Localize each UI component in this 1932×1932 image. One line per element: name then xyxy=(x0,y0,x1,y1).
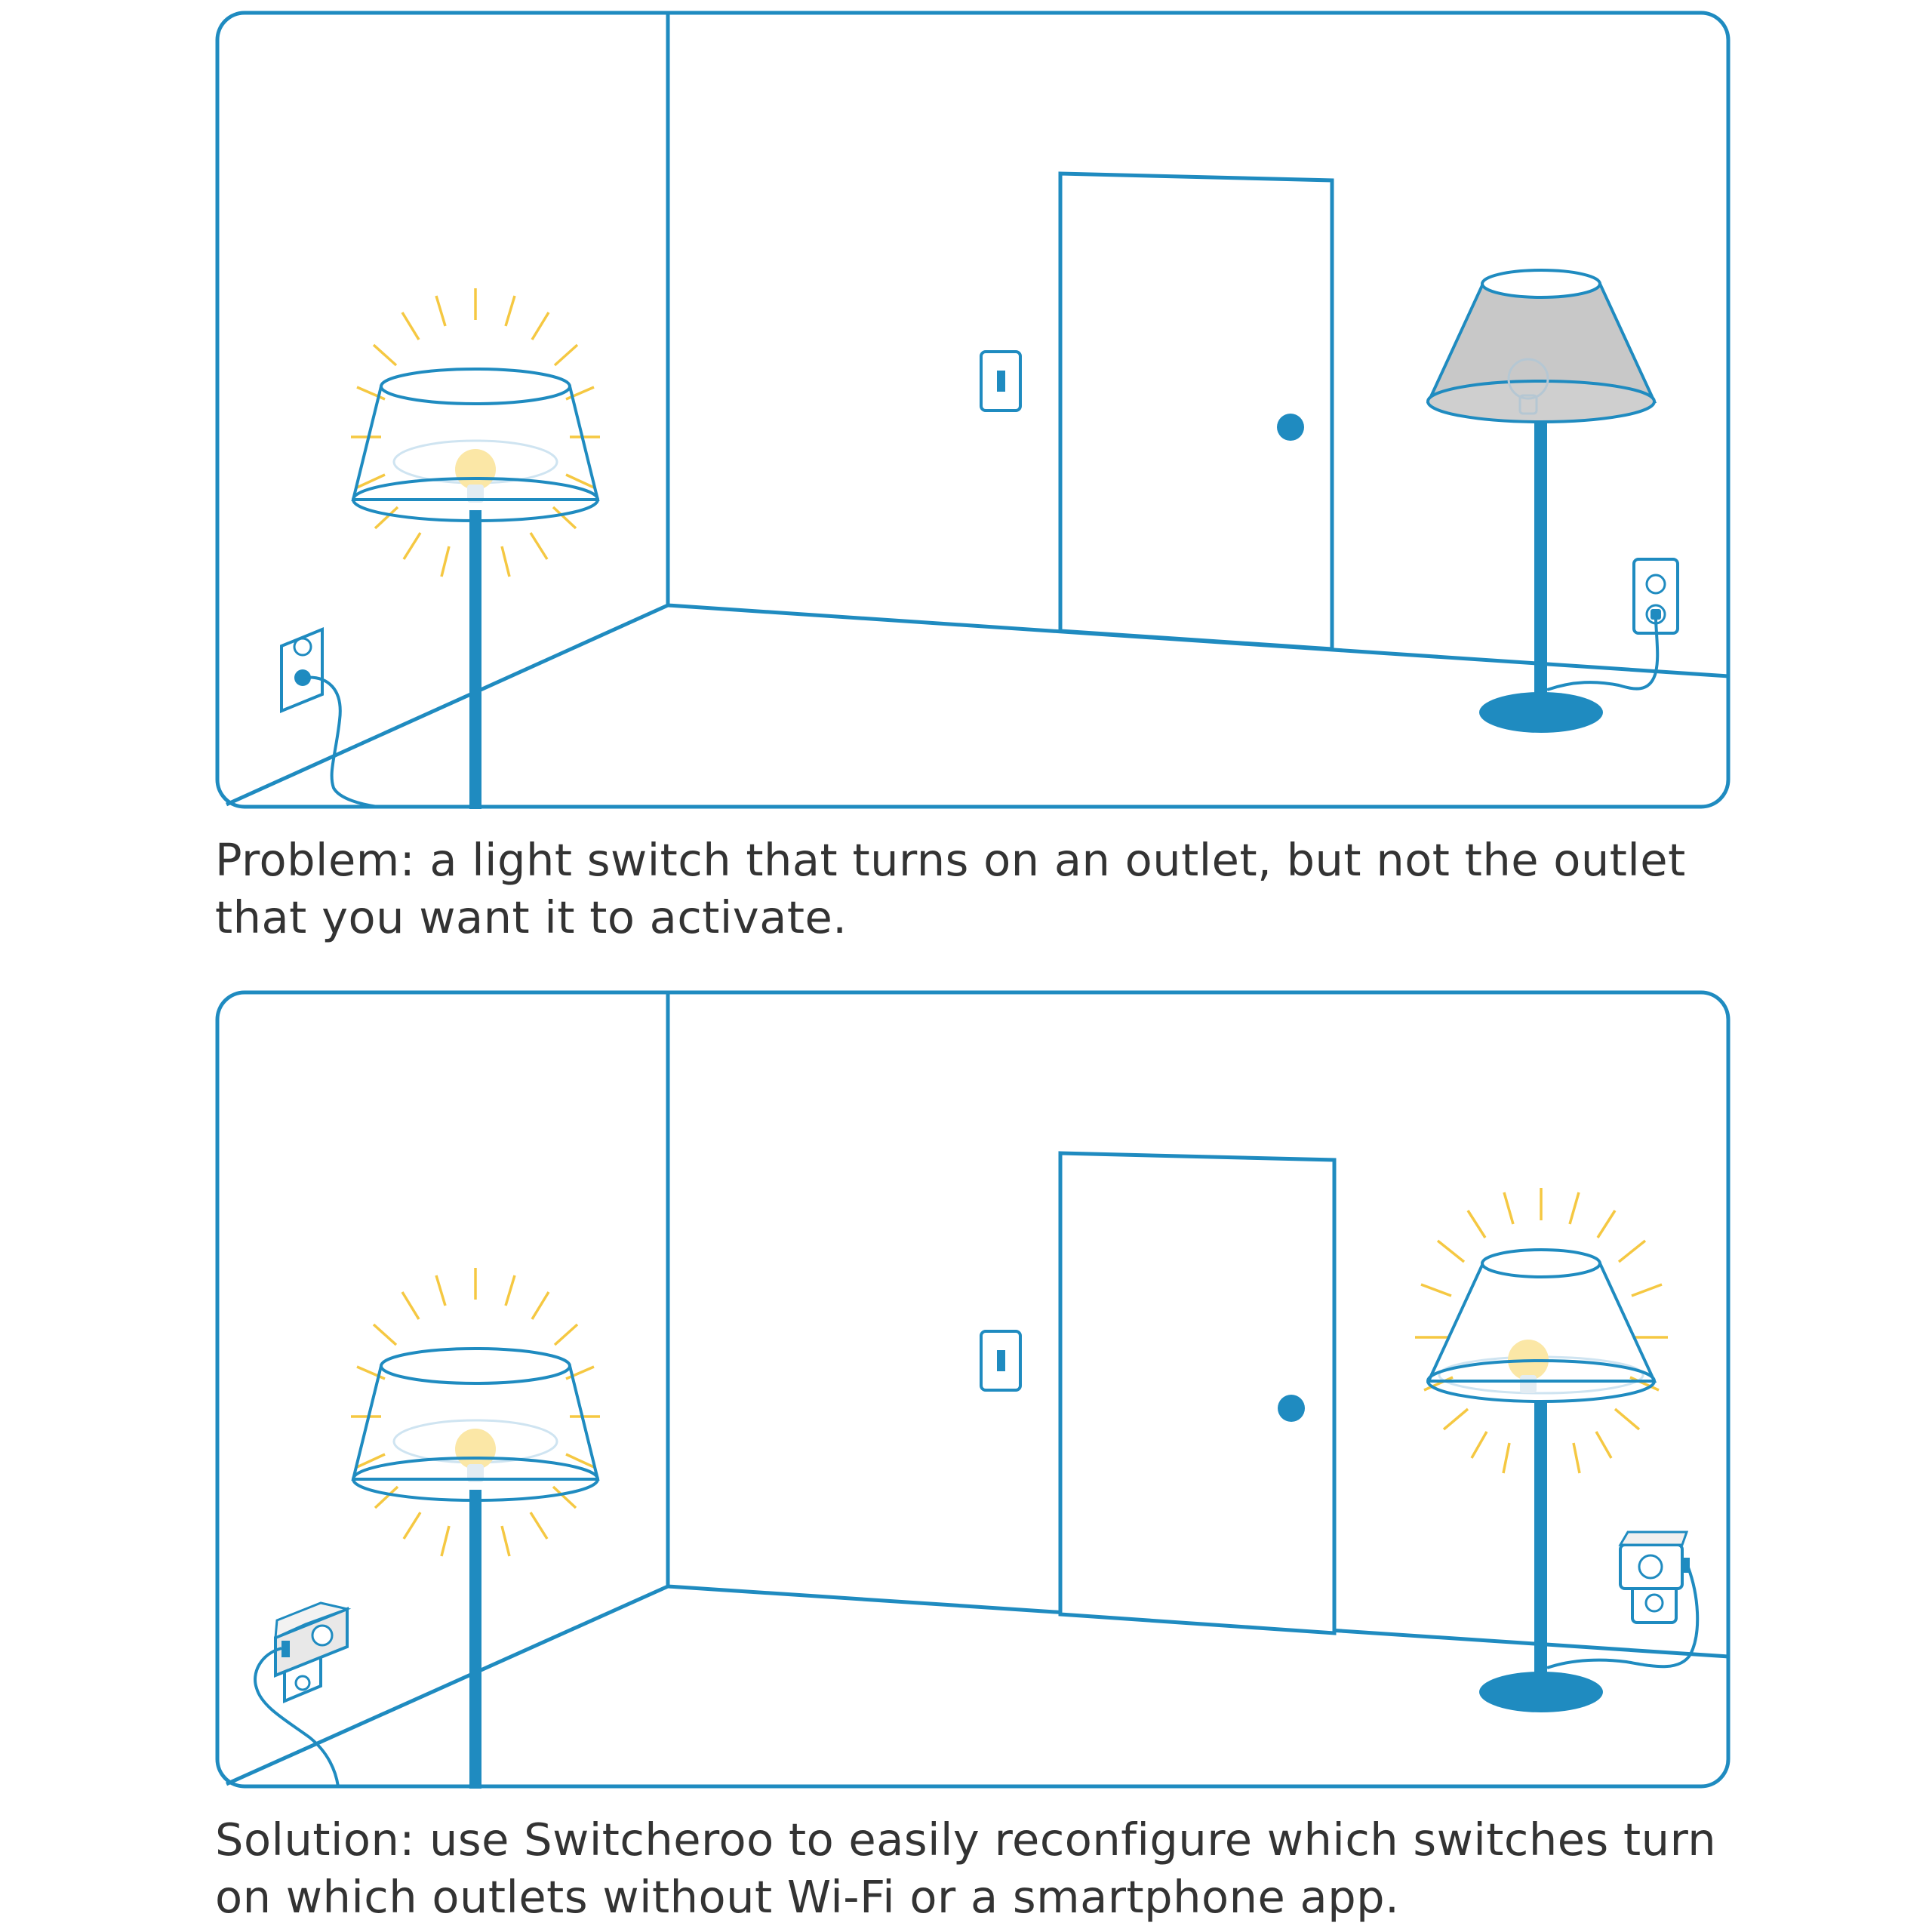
right-lamp-off xyxy=(1426,269,1657,733)
problem-scene xyxy=(215,11,1730,809)
solution-illustration xyxy=(215,990,1730,1789)
panel-frame xyxy=(215,11,1730,809)
solution-caption: Solution: use Switcheroo to easily recon… xyxy=(215,1814,1717,1923)
switcheroo-device-icon xyxy=(1618,1531,1690,1590)
solution-scene xyxy=(215,990,1730,1789)
power-cord xyxy=(1546,1567,1700,1669)
light-bulb-icon xyxy=(1507,358,1549,415)
problem-illustration xyxy=(215,11,1730,809)
wall-outlet-icon xyxy=(280,627,324,713)
problem-caption: Problem: a light switch that turns on an… xyxy=(215,834,1686,943)
left-lamp-on xyxy=(351,288,600,809)
power-cord xyxy=(302,675,378,808)
light-glow-icon xyxy=(351,1268,600,1557)
light-switch-icon xyxy=(980,1330,1022,1392)
switcheroo-device-icon xyxy=(274,1601,352,1678)
power-cord xyxy=(1546,618,1660,691)
light-glow-icon xyxy=(1415,1188,1668,1474)
door-icon xyxy=(1058,1151,1337,1635)
right-lamp-on xyxy=(1415,1188,1668,1712)
power-cord xyxy=(254,1647,340,1787)
panel-frame xyxy=(215,990,1730,1789)
door-icon xyxy=(1058,171,1334,651)
left-lamp-on xyxy=(351,1268,600,1789)
light-switch-icon xyxy=(980,350,1022,412)
light-glow-icon xyxy=(351,288,600,577)
